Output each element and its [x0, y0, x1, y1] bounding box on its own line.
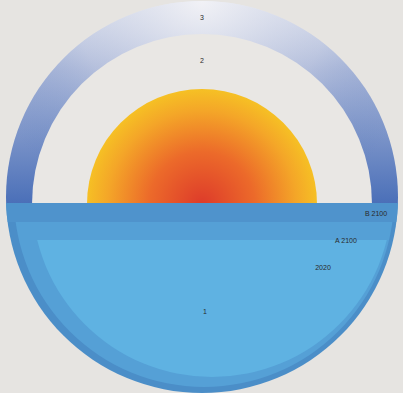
region-number: 1 [203, 308, 207, 315]
level-label: 2020 [315, 264, 331, 271]
water-band: B 2100 A 2100 2020 1 [6, 203, 397, 391]
level-label: B 2100 [365, 210, 387, 217]
ring-2: 2 [200, 57, 204, 64]
water-band: A 2100 2020 1 [14, 222, 394, 387]
water-region: 2020 1 [32, 240, 390, 377]
ring-3: 3 [200, 14, 204, 21]
outer-ring: 32 [5, 2, 398, 203]
inner-ring: 2 [32, 33, 372, 203]
level-label: A 2100 [335, 237, 357, 244]
